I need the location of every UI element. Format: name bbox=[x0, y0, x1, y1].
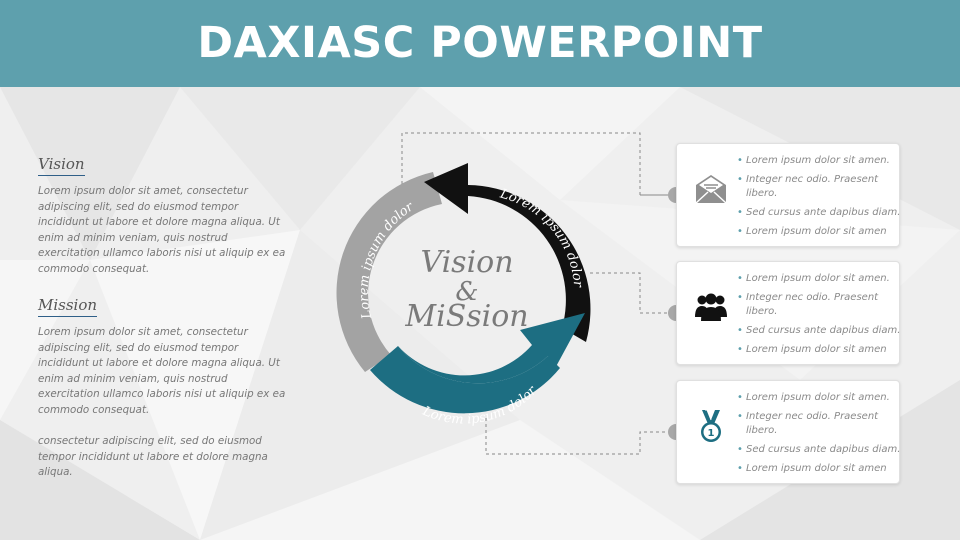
card-1-item-2: Integer nec odio. Praesent libero. bbox=[737, 173, 905, 201]
connector-middle bbox=[590, 272, 676, 314]
group-icon bbox=[695, 293, 727, 321]
info-card-3: 1 Lorem ipsum dolor sit amen. Integer ne… bbox=[676, 380, 900, 484]
cycle-arrow-black bbox=[424, 163, 591, 342]
vision-body: Lorem ipsum dolor sit amet, consectetur … bbox=[38, 185, 286, 275]
cycle-arrow-gray bbox=[336, 172, 442, 372]
center-vision: Vision bbox=[420, 245, 513, 280]
medal-icon: 1 bbox=[701, 409, 721, 442]
vision-title: Vision bbox=[38, 155, 85, 176]
mission-section: Mission Lorem ipsum dolor sit amet, cons… bbox=[38, 295, 288, 418]
info-card-2: Lorem ipsum dolor sit amen. Integer nec … bbox=[676, 261, 900, 365]
card-2-item-1: Lorem ipsum dolor sit amen. bbox=[737, 272, 905, 286]
card-1-list: Lorem ipsum dolor sit amen. Integer nec … bbox=[737, 154, 905, 244]
center-ampersand: & bbox=[455, 277, 478, 307]
card-2-item-4: Lorem ipsum dolor sit amen bbox=[737, 343, 905, 357]
center-mission: MiSsion bbox=[404, 299, 528, 334]
card-2-list: Lorem ipsum dolor sit amen. Integer nec … bbox=[737, 272, 905, 362]
mission-extra-text: consectetur adipiscing elit, sed do eius… bbox=[38, 435, 268, 478]
card-3-item-1: Lorem ipsum dolor sit amen. bbox=[737, 391, 905, 405]
mission-title: Mission bbox=[38, 296, 98, 317]
header-bar: DAXIASC POWERPOINT bbox=[0, 0, 960, 87]
envelope-icon bbox=[695, 175, 727, 204]
cycle-arrow-teal bbox=[398, 313, 585, 384]
svg-text:1: 1 bbox=[708, 428, 715, 439]
card-1-item-1: Lorem ipsum dolor sit amen. bbox=[737, 154, 905, 168]
card-2-item-3: Sed cursus ante dapibus diam. bbox=[737, 324, 905, 338]
info-card-1: Lorem ipsum dolor sit amen. Integer nec … bbox=[676, 143, 900, 247]
mission-body: Lorem ipsum dolor sit amet, consectetur … bbox=[38, 326, 286, 416]
card-3-item-3: Sed cursus ante dapibus diam. bbox=[737, 443, 905, 457]
card-3-list: Lorem ipsum dolor sit amen. Integer nec … bbox=[737, 391, 905, 481]
card-3-item-4: Lorem ipsum dolor sit amen bbox=[737, 462, 905, 476]
card-2-item-2: Integer nec odio. Praesent libero. bbox=[737, 291, 905, 319]
card-3-item-2: Integer nec odio. Praesent libero. bbox=[737, 410, 905, 438]
vision-section: Vision Lorem ipsum dolor sit amet, conse… bbox=[38, 154, 288, 277]
card-1-item-3: Sed cursus ante dapibus diam. bbox=[737, 206, 905, 220]
page-title: DAXIASC POWERPOINT bbox=[197, 18, 763, 68]
card-1-item-4: Lorem ipsum dolor sit amen bbox=[737, 225, 905, 239]
connector-bottom bbox=[485, 418, 676, 455]
